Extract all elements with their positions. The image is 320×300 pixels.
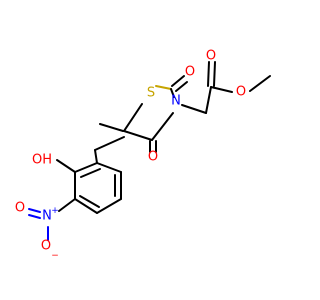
ring-oxo-top-label: O	[185, 65, 195, 80]
bond-ring-c2-n	[170, 88, 175, 98]
bond-ring-s-c2	[155, 85, 172, 90]
bond-aryl-c-methine	[94, 149, 98, 164]
bond-nitro-n-o-double-a	[28, 208, 41, 213]
bond-benzene-c1-c2-inner	[80, 168, 101, 178]
ring-oxo-bottom-label: O	[148, 150, 158, 165]
bond-n-ch2	[181, 104, 207, 114]
ester-carbonyl-oxygen-label: O	[206, 49, 216, 64]
bond-benzene-c6-c1	[96, 162, 122, 173]
molecule-structure-diagram: S N O O O O OH N + O O −	[15, 49, 271, 261]
bond-ring-c2-o-a	[171, 75, 185, 87]
nitro-oxygen-single-label: O	[41, 239, 51, 254]
bond-methine-ring-c5	[94, 136, 125, 151]
bond-aryl-c-nitro-n	[58, 198, 76, 212]
bond-carbonyl-c-o-b	[213, 61, 216, 87]
sulfur-atom-label: S	[147, 86, 155, 101]
bond-ring-c5-c4	[123, 130, 153, 141]
bond-benzene-c3-c4-inner	[79, 195, 100, 208]
bond-benzene-c4-c5	[96, 198, 122, 214]
bond-carbonyl-c-o-a	[207, 61, 210, 87]
bond-ring-c5-s	[123, 103, 143, 132]
bond-ring-c4-n	[151, 112, 174, 141]
bond-benzene-c1-c2	[74, 162, 98, 173]
bond-phenol-c-o	[56, 159, 76, 173]
bond-methine-ring-c5-double	[99, 123, 124, 132]
ring-nitrogen-atom-label: N	[171, 94, 181, 109]
bond-ch2-carbonyl-c	[205, 86, 212, 114]
bond-ring-c2-o-b	[175, 81, 188, 92]
bond-nitro-n-o-double-b	[28, 214, 41, 219]
bond-benzene-c3-c4	[74, 198, 98, 214]
phenol-oh-label: OH	[32, 153, 52, 168]
molecule-svg: S N O O O O OH N + O O −	[15, 49, 271, 261]
bond-ether-o-methyl	[249, 75, 271, 92]
ester-ether-oxygen-label: O	[236, 85, 246, 100]
nitro-nitrogen-charge: +	[51, 206, 59, 216]
nitro-nitrogen-label: N	[42, 209, 52, 224]
nitro-oxygen-charge: −	[51, 251, 59, 261]
nitro-oxygen-double-label: O	[15, 201, 25, 216]
bond-carbonyl-c-ether-o	[210, 86, 233, 93]
